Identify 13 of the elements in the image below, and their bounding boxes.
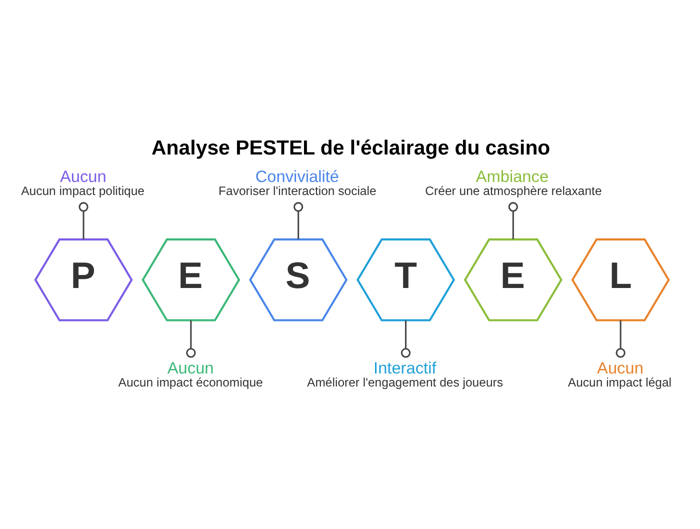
connector <box>616 320 626 358</box>
node-text: Ambiance Créer une atmosphère relaxante <box>425 168 602 198</box>
connector <box>78 202 88 240</box>
node-text: Convivialité Favoriser l'interaction sociale <box>218 168 376 198</box>
node-text: Aucun Aucun impact politique <box>21 168 145 198</box>
connector <box>400 320 411 358</box>
diagram-title: Analyse PESTEL de l'éclairage du casino <box>152 136 550 160</box>
node-text: Interactif Améliorer l'engagement des joueurs <box>307 359 504 390</box>
node-text: Aucun Aucun impact économique <box>118 359 263 390</box>
connector <box>186 320 196 358</box>
node-text: Aucun Aucun impact légal <box>568 359 672 390</box>
connector <box>508 202 518 240</box>
connector <box>293 202 304 240</box>
